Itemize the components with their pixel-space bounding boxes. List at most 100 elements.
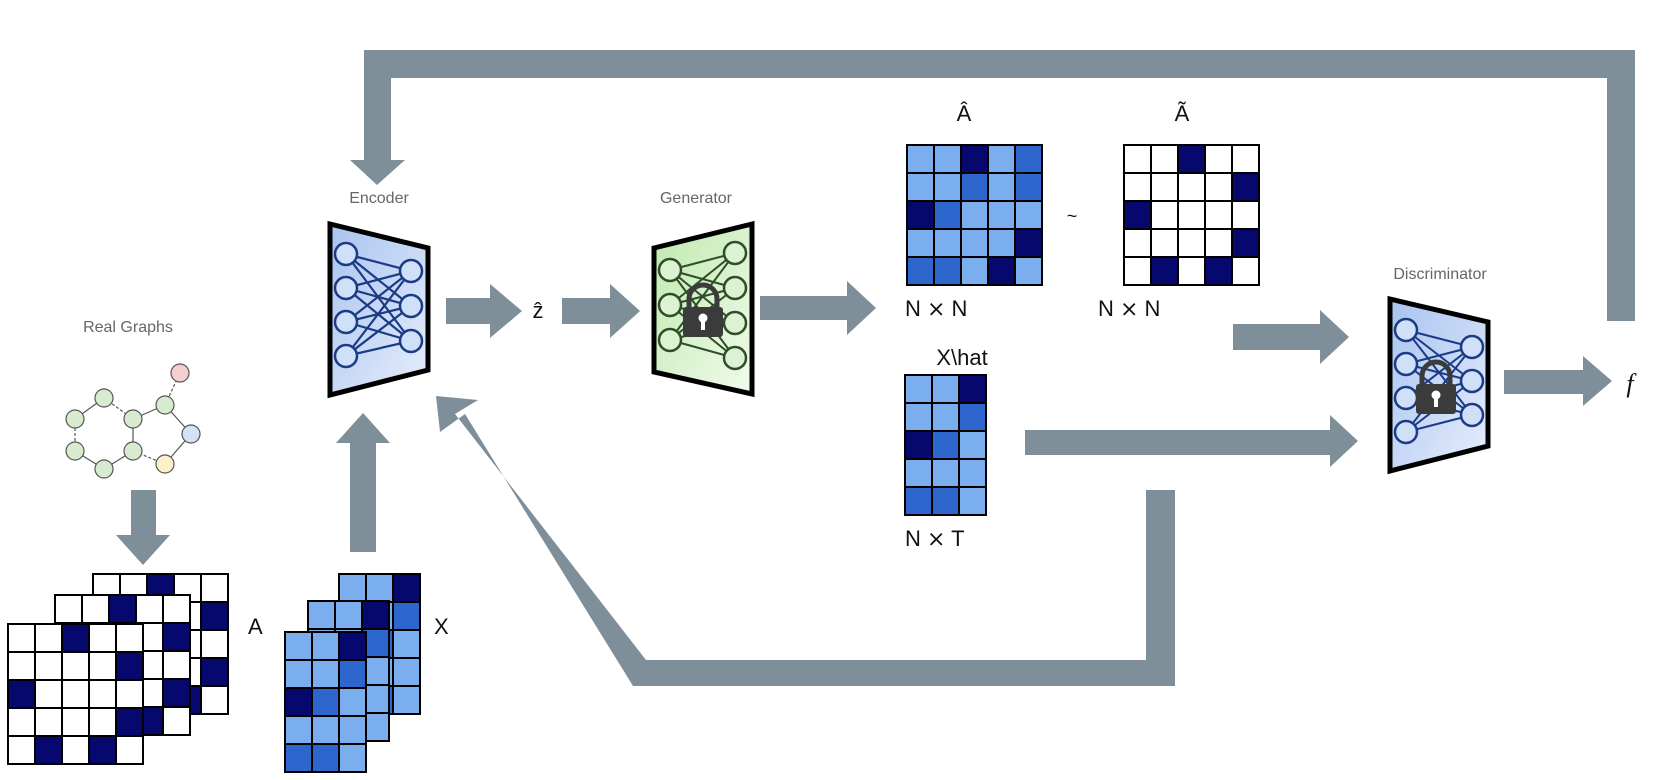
matrix-cell xyxy=(906,256,935,286)
matrix-cell xyxy=(334,600,363,630)
matrix-cell xyxy=(1231,172,1260,202)
encoder-label: Encoder xyxy=(349,190,409,207)
matrix-cell xyxy=(115,707,144,737)
matrix-cell xyxy=(284,687,313,717)
matrix-cell xyxy=(987,256,1016,286)
arrow-graph-to-a xyxy=(116,490,170,565)
matrix-cell xyxy=(81,594,110,624)
matrix-cell xyxy=(200,685,229,715)
matrix-cell xyxy=(1231,256,1260,286)
matrix-cell xyxy=(1150,228,1179,258)
matrix-cell xyxy=(34,735,63,765)
x-hat-grid xyxy=(904,374,987,516)
matrix-cell xyxy=(200,601,229,631)
x-hat-dimension-label: N ⨯ T xyxy=(905,526,965,551)
matrix-cell xyxy=(135,594,164,624)
matrix-cell xyxy=(1123,172,1152,202)
matrix-cell xyxy=(904,430,933,460)
matrix-cell xyxy=(34,707,63,737)
matrix-cell xyxy=(338,743,367,773)
matrix-cell xyxy=(311,743,340,773)
matrix-cell xyxy=(392,601,421,631)
feedback-loop-top xyxy=(350,50,1635,321)
matrix-cell xyxy=(338,573,367,603)
matrix-cell xyxy=(88,679,117,709)
matrix-cell xyxy=(284,743,313,773)
graph-node xyxy=(155,395,175,415)
matrix-cell xyxy=(904,374,933,404)
matrix-cell xyxy=(34,679,63,709)
matrix-cell xyxy=(88,707,117,737)
matrix-cell xyxy=(61,707,90,737)
x-hat-label: X\hat xyxy=(936,345,987,370)
adjacency-layer-front xyxy=(7,623,144,765)
matrix-cell xyxy=(987,228,1016,258)
matrix-cell xyxy=(88,623,117,653)
matrix-cell xyxy=(1014,172,1043,202)
matrix-cell xyxy=(162,594,191,624)
matrix-cell xyxy=(61,735,90,765)
f-output-label: f xyxy=(1626,369,1637,398)
matrix-cell xyxy=(987,144,1016,174)
matrix-cell xyxy=(1177,256,1206,286)
matrix-cell xyxy=(987,172,1016,202)
feature-matrix-stack xyxy=(284,573,421,773)
graph-node xyxy=(123,441,143,461)
matrix-cell xyxy=(960,228,989,258)
matrix-cell xyxy=(115,623,144,653)
matrix-cell xyxy=(906,200,935,230)
matrix-cell xyxy=(931,486,960,516)
matrix-cell xyxy=(960,144,989,174)
neural-network-icon xyxy=(333,241,424,369)
graph-node xyxy=(65,409,85,429)
real-graph-molecule xyxy=(65,363,201,479)
a-tilde-label: Ã xyxy=(1175,101,1190,126)
matrix-cell xyxy=(200,573,229,603)
matrix-cell xyxy=(115,651,144,681)
a-tilde-dimension-label: N ⨯ N xyxy=(1098,296,1160,321)
feature-layer-front xyxy=(284,631,367,773)
matrix-cell xyxy=(7,707,36,737)
matrix-cell xyxy=(1123,144,1152,174)
matrix-cell xyxy=(1231,144,1260,174)
graph-node xyxy=(181,424,201,444)
matrix-cell xyxy=(88,651,117,681)
matrix-cell xyxy=(284,659,313,689)
lock-icon xyxy=(683,282,723,337)
matrix-cell xyxy=(115,679,144,709)
matrix-cell xyxy=(311,715,340,745)
matrix-cell xyxy=(931,402,960,432)
lock-icon xyxy=(1416,359,1456,414)
matrix-cell xyxy=(392,573,421,603)
arrow-generator-to-ahat xyxy=(760,281,876,335)
matrix-cell xyxy=(931,458,960,488)
matrix-cell xyxy=(338,687,367,717)
matrix-cell xyxy=(307,600,336,630)
matrix-cell xyxy=(162,706,191,736)
matrix-cell xyxy=(61,651,90,681)
matrix-cell xyxy=(1150,144,1179,174)
tilde-sign: ~ xyxy=(1067,206,1078,226)
matrix-cell xyxy=(904,486,933,516)
a-tilde-grid xyxy=(1123,144,1260,286)
matrix-cell xyxy=(933,228,962,258)
matrix-cell xyxy=(1177,200,1206,230)
matrix-cell xyxy=(1150,172,1179,202)
matrix-cell xyxy=(7,735,36,765)
matrix-cell xyxy=(1123,228,1152,258)
a-hat-label: Â xyxy=(957,101,972,126)
graph-node xyxy=(94,459,114,479)
matrix-cell xyxy=(7,651,36,681)
matrix-cell xyxy=(34,651,63,681)
arrow-encoder-to-z xyxy=(446,284,522,338)
matrix-cell xyxy=(7,679,36,709)
matrix-cell xyxy=(933,200,962,230)
arrow-discriminator-to-f xyxy=(1504,356,1612,406)
matrix-cell xyxy=(958,374,987,404)
matrix-cell xyxy=(958,430,987,460)
matrix-cell xyxy=(361,600,390,630)
matrix-cell xyxy=(906,172,935,202)
matrix-cell xyxy=(931,374,960,404)
discriminator-network xyxy=(1387,295,1491,475)
